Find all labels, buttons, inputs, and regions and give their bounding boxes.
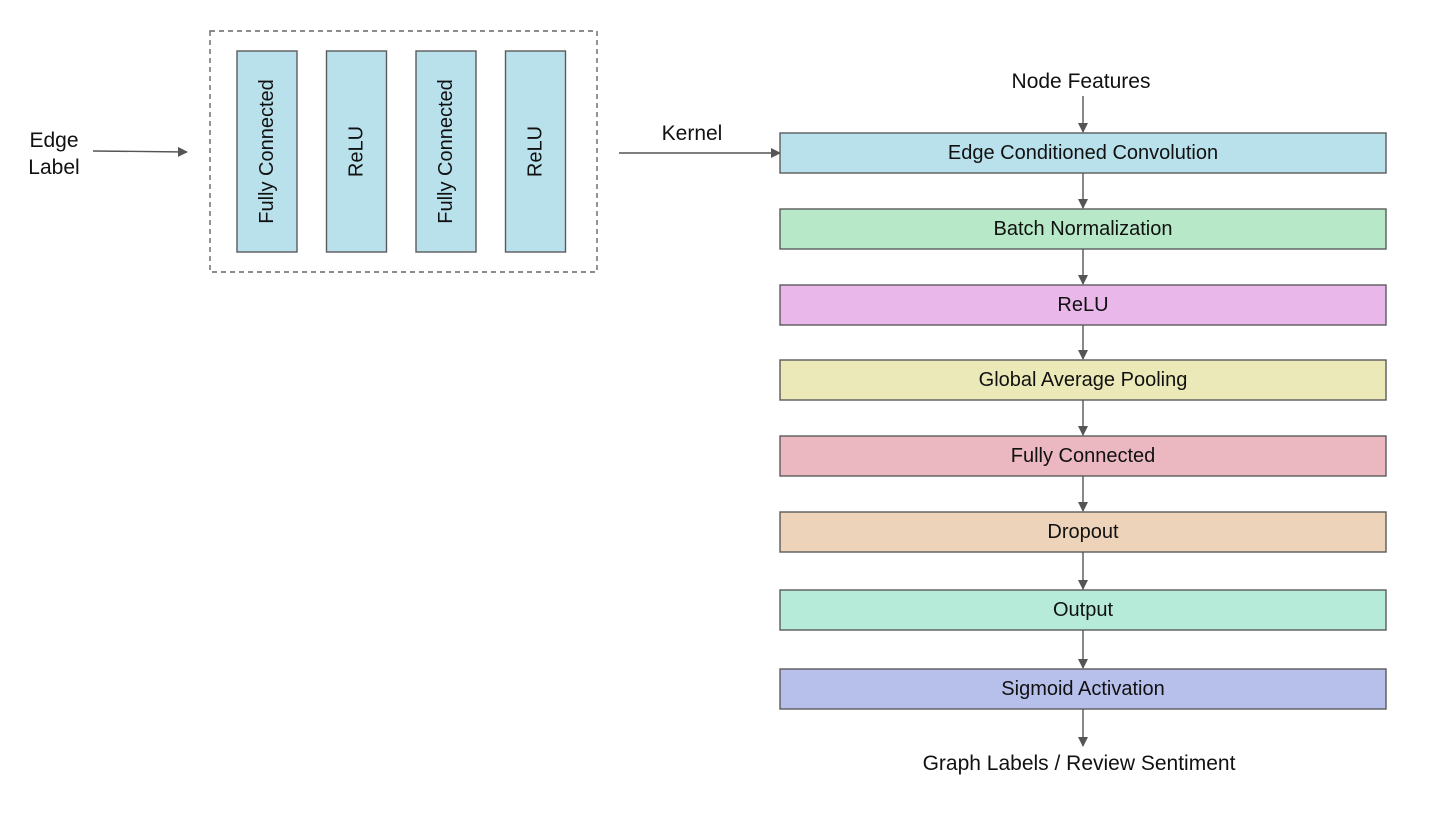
kernel-network-layers: Fully Connected ReLU Fully Connected ReLU	[236, 50, 567, 253]
pipeline-layer-label: Dropout	[1047, 521, 1119, 543]
pipeline-layer: ReLU	[779, 284, 1387, 326]
pipeline-layer: Output	[779, 589, 1387, 631]
kernel-network-container	[209, 30, 598, 273]
pipeline-layer: Fully Connected	[779, 435, 1387, 477]
pipeline-layer-label: Batch Normalization	[994, 218, 1173, 240]
pipeline-layer-label: Global Average Pooling	[979, 369, 1188, 391]
pipeline-layer: Dropout	[779, 511, 1387, 553]
pipeline-layer: Edge Conditioned Convolution	[779, 132, 1387, 174]
pipeline-layer-label: Fully Connected	[1011, 445, 1156, 467]
edge-label-text-line2: Label	[28, 156, 79, 179]
pipeline-layer: Batch Normalization	[779, 208, 1387, 250]
kernel-layer: ReLU	[504, 50, 567, 253]
pipeline-layer-box	[779, 284, 1387, 326]
pipeline-layer-box	[779, 668, 1387, 710]
kernel-layer-box	[504, 50, 567, 253]
kernel-layer-box	[415, 50, 477, 253]
edge-label-text-line1: Edge	[29, 129, 78, 152]
kernel-layer-box	[236, 50, 298, 253]
pipeline-layer-box	[779, 589, 1387, 631]
kernel-layer: Fully Connected	[415, 50, 477, 253]
pipeline-layer-box	[779, 132, 1387, 174]
kernel-layer-label: Fully Connected	[435, 79, 457, 224]
graph-labels-output: Graph Labels / Review Sentiment	[923, 752, 1236, 775]
pipeline-layer: Sigmoid Activation	[779, 668, 1387, 710]
pipeline-layer: Global Average Pooling	[779, 359, 1387, 401]
kernel-layer-box	[325, 50, 388, 253]
pipeline-layer-label: ReLU	[1057, 294, 1108, 316]
pipeline-layer-box	[779, 511, 1387, 553]
kernel-layer-label: Fully Connected	[256, 79, 278, 224]
kernel-layer-label: ReLU	[525, 126, 547, 177]
node-features-label: Node Features	[1012, 70, 1151, 93]
kernel-layer: ReLU	[325, 50, 388, 253]
edge-label-arrow	[92, 146, 188, 157]
pipeline-layer-box	[779, 435, 1387, 477]
kernel-layer-label: ReLU	[346, 126, 368, 177]
pipeline-layer-label: Sigmoid Activation	[1001, 678, 1164, 700]
kernel-label: Kernel	[662, 122, 723, 145]
kernel-layer: Fully Connected	[236, 50, 298, 253]
pipeline-layer-label: Edge Conditioned Convolution	[948, 142, 1218, 164]
pipeline-layer-label: Output	[1053, 599, 1113, 621]
